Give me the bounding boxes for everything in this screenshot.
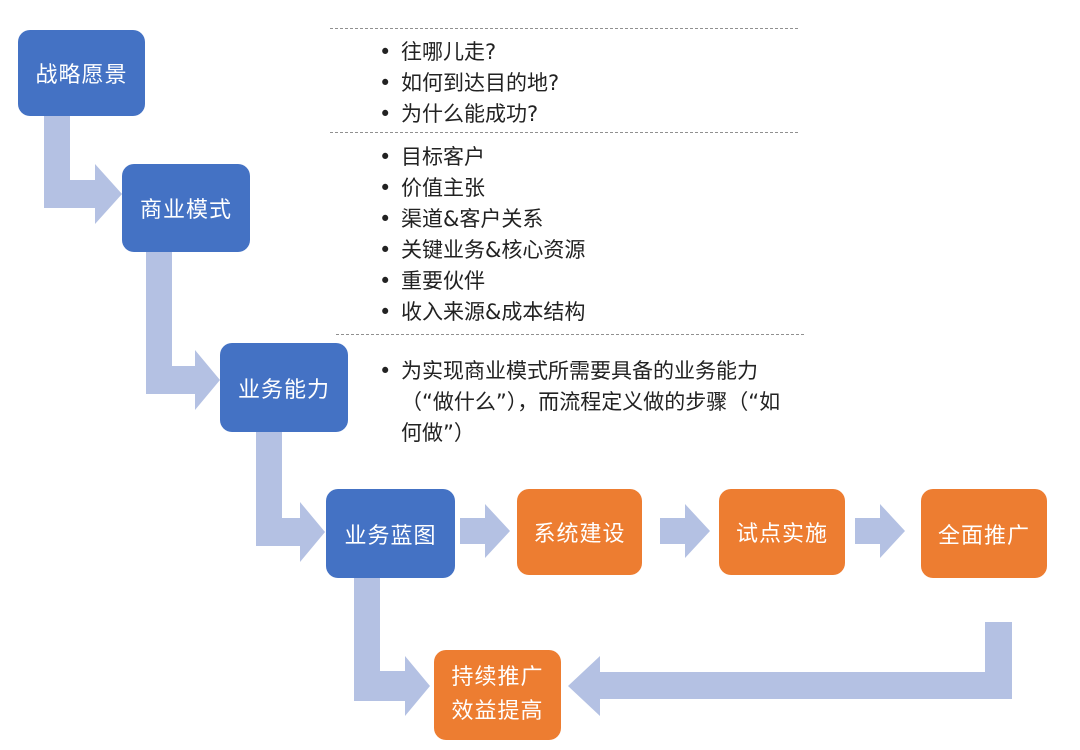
box-business-model: 商业模式 (122, 164, 250, 252)
box-system-build-label: 系统建设 (533, 522, 626, 547)
list-item: 如何到达目的地? (373, 68, 559, 99)
arrow-blueprint-to-system (460, 504, 510, 558)
box-capability-label: 业务能力 (237, 377, 330, 403)
box-continuous-line1: 持续推广 (451, 665, 544, 690)
business-model-notes: 目标客户 价值主张 渠道&客户关系 关键业务&核心资源 重要伙伴 收入来源&成本… (373, 142, 585, 328)
capability-note: 为实现商业模式所需要具备的业务能力（“做什么”），而流程定义做的步骤（“如何做”… (373, 356, 781, 449)
list-item: 重要伙伴 (373, 266, 585, 297)
box-continuous: 持续推广 效益提高 (434, 650, 561, 740)
arrow-capability-to-blueprint (256, 432, 325, 562)
list-item: 目标客户 (373, 142, 585, 173)
box-vision-label: 战略愿景 (35, 63, 128, 88)
list-item: 为什么能成功? (373, 99, 559, 130)
arrow-model-to-capability (146, 252, 220, 410)
box-blueprint-label: 业务蓝图 (344, 523, 437, 549)
arrow-rollout-to-continuous (568, 622, 1012, 716)
box-system-build: 系统建设 (517, 489, 642, 575)
divider-top (330, 28, 798, 29)
box-capability: 业务能力 (220, 343, 348, 432)
box-rollout: 全面推广 (921, 489, 1047, 578)
divider-model-capability (336, 334, 804, 335)
arrow-pilot-to-rollout (855, 504, 905, 558)
list-item: 价值主张 (373, 173, 585, 204)
arrow-system-to-pilot (660, 504, 710, 558)
vision-notes: 往哪儿走? 如何到达目的地? 为什么能成功? (373, 37, 559, 130)
box-pilot: 试点实施 (719, 489, 845, 575)
arrow-vision-to-model (44, 114, 122, 224)
list-item: 渠道&客户关系 (373, 204, 585, 235)
arrow-blueprint-to-continuous (354, 578, 430, 716)
list-item: 关键业务&核心资源 (373, 235, 585, 266)
box-rollout-label: 全面推广 (937, 523, 1030, 549)
box-pilot-label: 试点实施 (735, 522, 828, 547)
box-business-model-label: 商业模式 (139, 198, 232, 223)
box-blueprint: 业务蓝图 (326, 489, 455, 578)
divider-vision-model (330, 132, 798, 133)
box-continuous-line2: 效益提高 (451, 699, 544, 724)
box-vision: 战略愿景 (18, 30, 145, 116)
list-item: 收入来源&成本结构 (373, 297, 585, 328)
list-item: 往哪儿走? (373, 37, 559, 68)
